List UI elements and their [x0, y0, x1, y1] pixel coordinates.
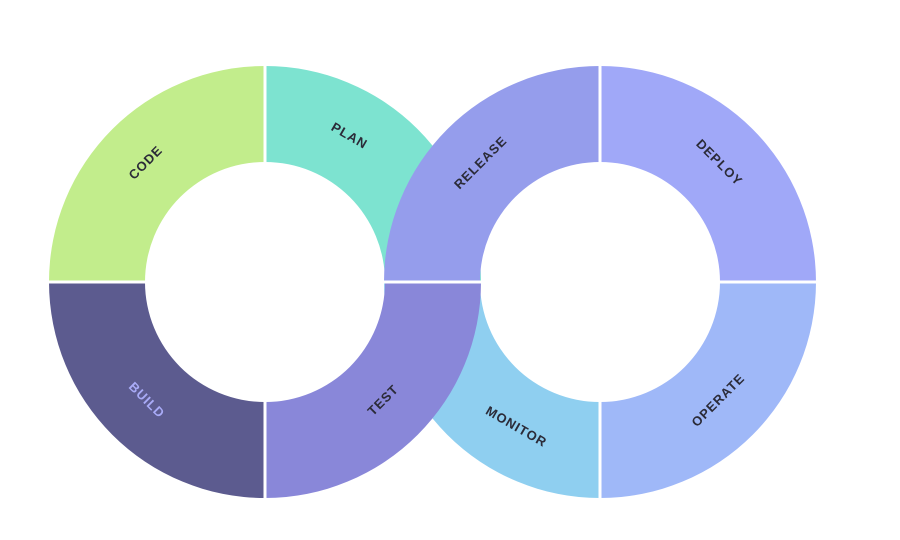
segment-build: [49, 282, 265, 498]
segment-dividers: [40, 56, 830, 508]
segment-release: [384, 66, 600, 282]
segment-deploy: [600, 66, 816, 282]
segment-code: [49, 66, 265, 282]
segment-test: [265, 282, 481, 498]
segment-operate: [600, 282, 816, 498]
